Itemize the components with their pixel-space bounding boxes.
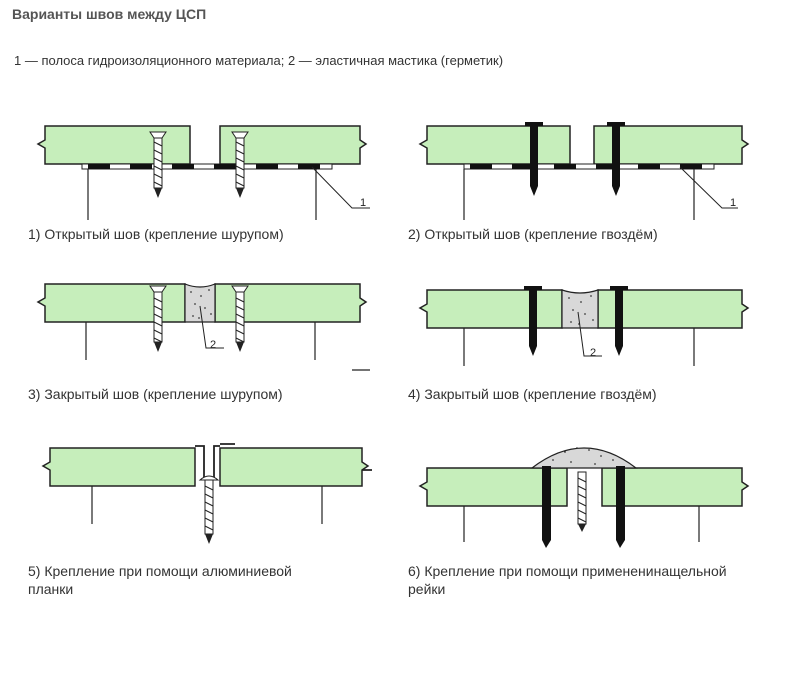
marker-2: 2 <box>590 347 596 359</box>
figure-5-aluminium-strip <box>41 443 372 544</box>
marker-1: 1 <box>360 197 366 209</box>
legend-text: 1 — полоса гидроизоляционного материала;… <box>14 53 504 68</box>
caption-3: 3) Закрытый шов (крепление шурупом) <box>28 386 283 402</box>
caption-5: 5) Крепление при помощи алюминиевой план… <box>28 563 292 597</box>
page-title: Варианты швов между ЦСП <box>12 6 207 22</box>
caption-6: 6) Крепление при помощи примененинащельн… <box>408 563 727 597</box>
marker-1: 1 <box>730 197 736 209</box>
figure-4-closed-seam-nail: 2 <box>418 286 750 366</box>
caption-1: 1) Открытый шов (крепление шурупом) <box>28 226 284 242</box>
caption-2: 2) Открытый шов (крепление гвоздём) <box>408 226 658 242</box>
caption-4: 4) Закрытый шов (крепление гвоздём) <box>408 386 657 402</box>
figure-3-closed-seam-screw: 2 <box>36 283 370 371</box>
figure-6-seam-batten <box>418 447 750 548</box>
figure-1-open-seam-screw: 1 <box>36 125 370 220</box>
marker-2: 2 <box>210 339 216 351</box>
figure-2-open-seam-nail: 1 <box>418 122 750 220</box>
